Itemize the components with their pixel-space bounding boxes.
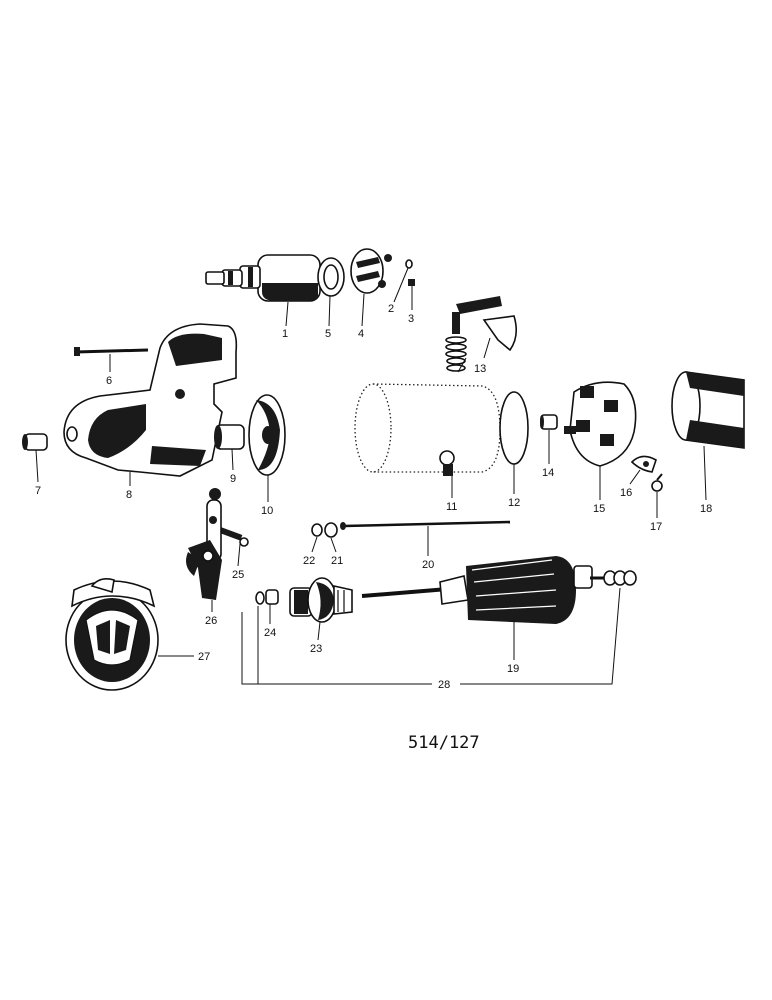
callout-14: 14 bbox=[542, 467, 554, 479]
callout-27: 27 bbox=[198, 651, 210, 663]
callout-12: 12 bbox=[508, 497, 520, 509]
part-drive-end-housing bbox=[63, 323, 238, 477]
part-nut bbox=[408, 279, 415, 286]
callout-labels: 1 2 3 4 5 6 7 8 9 10 11 12 13 14 15 16 1… bbox=[35, 303, 712, 691]
part-fork-pin bbox=[219, 527, 249, 547]
callout-18: 18 bbox=[700, 503, 712, 515]
callout-17: 17 bbox=[650, 521, 662, 533]
part-solenoid bbox=[205, 254, 321, 302]
callout-19: 19 bbox=[507, 663, 519, 675]
callout-13: 13 bbox=[474, 363, 486, 375]
callout-11: 11 bbox=[446, 501, 457, 513]
part-brush-holder-plate bbox=[564, 381, 637, 467]
leader-lines bbox=[35, 267, 707, 685]
part-terminal-bolt bbox=[439, 450, 455, 476]
callout-21: 21 bbox=[331, 555, 343, 567]
part-washer-a bbox=[311, 523, 323, 537]
callout-2: 2 bbox=[388, 303, 394, 315]
callout-28: 28 bbox=[438, 679, 450, 691]
part-solenoid-cover bbox=[350, 248, 392, 294]
part-lever-assembly bbox=[445, 296, 518, 372]
part-pinion-bushing bbox=[255, 589, 279, 605]
callout-10: 10 bbox=[261, 505, 273, 517]
callout-26: 26 bbox=[205, 615, 217, 627]
callout-8: 8 bbox=[126, 489, 132, 501]
part-pinion-drive bbox=[289, 577, 353, 623]
part-o-ring bbox=[499, 391, 529, 465]
callout-9: 9 bbox=[230, 473, 236, 485]
part-shim-washers bbox=[603, 570, 637, 586]
part-drive-bushing bbox=[214, 424, 245, 450]
part-intermediate-plate bbox=[248, 394, 286, 476]
part-gasket bbox=[317, 257, 345, 297]
callout-25: 25 bbox=[232, 569, 244, 581]
part-fork-lever bbox=[186, 488, 222, 600]
callout-16: 16 bbox=[620, 487, 632, 499]
callout-3: 3 bbox=[408, 313, 414, 325]
part-cover-band bbox=[671, 371, 745, 449]
callout-6: 6 bbox=[106, 375, 112, 387]
callout-1: 1 bbox=[282, 328, 288, 340]
diagram-reference-number: 514/127 bbox=[408, 733, 480, 753]
part-washer-b bbox=[324, 522, 338, 538]
part-commutator-bushing bbox=[540, 414, 558, 430]
part-field-frame bbox=[354, 383, 501, 473]
callout-7: 7 bbox=[35, 485, 41, 497]
callout-23: 23 bbox=[310, 643, 322, 655]
callout-5: 5 bbox=[325, 328, 331, 340]
callout-4: 4 bbox=[358, 328, 364, 340]
callout-22: 22 bbox=[303, 555, 315, 567]
part-tie-rod bbox=[340, 520, 511, 530]
callout-24: 24 bbox=[264, 627, 276, 639]
callout-20: 20 bbox=[422, 559, 434, 571]
part-field-coil-yoke bbox=[65, 578, 159, 691]
part-long-bolt bbox=[74, 347, 149, 356]
part-bushing bbox=[22, 433, 48, 451]
part-washer bbox=[405, 259, 413, 269]
part-brush-spring bbox=[651, 473, 663, 492]
part-brush-spring-clip bbox=[630, 455, 657, 473]
callout-15: 15 bbox=[593, 503, 605, 515]
part-armature bbox=[361, 556, 606, 624]
